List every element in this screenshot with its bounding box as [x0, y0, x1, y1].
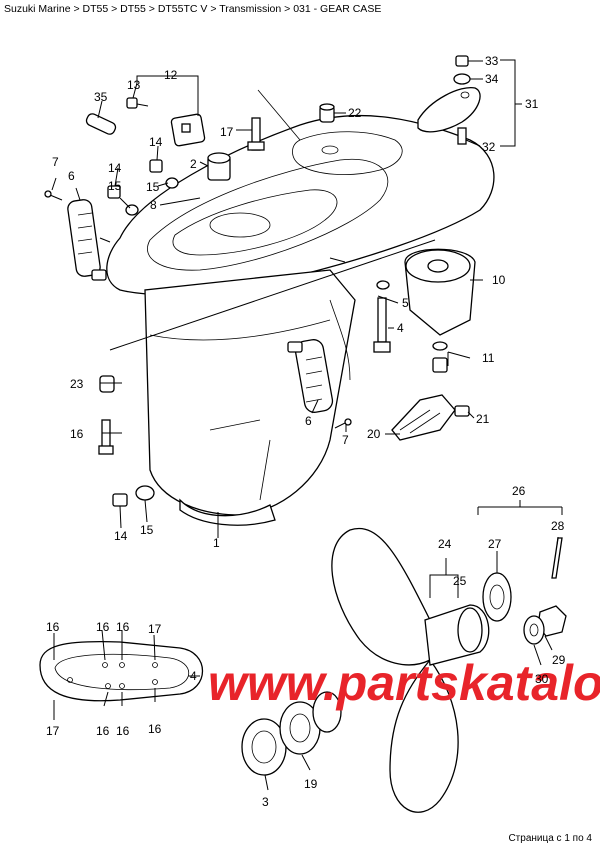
- callout-11: 11: [482, 351, 495, 365]
- callout-23: 23: [70, 377, 84, 391]
- callout-7b: 7: [342, 433, 349, 447]
- part-15c-washer[interactable]: [135, 485, 155, 501]
- part-20-trim-tab[interactable]: [391, 394, 456, 441]
- callout-6a: 6: [68, 169, 75, 183]
- part-16-bolt[interactable]: [98, 419, 114, 455]
- callout-28: 28: [551, 519, 565, 533]
- part-30-washer[interactable]: [523, 615, 545, 645]
- callout-14a: 14: [149, 135, 163, 149]
- part-34-washer[interactable]: [453, 73, 471, 85]
- part-6-anode[interactable]: [67, 199, 107, 281]
- part-seal-ring[interactable]: [312, 691, 342, 733]
- part-28-cotter-pin[interactable]: [551, 537, 563, 579]
- part-12-mount-block[interactable]: [170, 113, 206, 147]
- callout-27: 27: [488, 537, 502, 551]
- callout-32: 32: [482, 140, 496, 154]
- callout-5: 5: [402, 296, 409, 310]
- part-14b-nut[interactable]: [107, 185, 121, 199]
- part-23-bushing[interactable]: [99, 375, 115, 393]
- callout-2: 2: [190, 157, 197, 171]
- breadcrumb-item-submodel[interactable]: DT55: [120, 3, 146, 15]
- breadcrumb-item-brand[interactable]: Suzuki Marine: [4, 3, 71, 15]
- callout-8: 8: [150, 198, 157, 212]
- callout-17c: 17: [46, 724, 60, 738]
- part-22-bushing[interactable]: [319, 103, 335, 123]
- callout-3: 3: [262, 795, 269, 809]
- callout-14c: 14: [114, 529, 128, 543]
- callout-15c: 15: [140, 523, 154, 537]
- part-14-nut[interactable]: [149, 159, 163, 173]
- callout-29: 29: [552, 653, 566, 667]
- callout-12: 12: [164, 68, 178, 82]
- part-27-thrust-hub[interactable]: [482, 572, 512, 622]
- callout-16b: 16: [46, 620, 60, 634]
- part-4-bolt[interactable]: [373, 297, 391, 353]
- leader-lines: [51, 59, 563, 791]
- callout-17a: 17: [220, 125, 234, 139]
- callout-17b: 17: [148, 622, 162, 636]
- page-footer: Страница с 1 по 4: [508, 833, 592, 844]
- gear-case-housing[interactable]: [106, 89, 495, 526]
- callout-30: 30: [535, 672, 549, 686]
- callout-21: 21: [476, 412, 490, 426]
- part-11-nut[interactable]: [432, 341, 448, 373]
- callout-16e: 16: [96, 724, 110, 738]
- part-32-bolt[interactable]: [457, 127, 467, 145]
- part-31-plate[interactable]: [417, 87, 481, 133]
- callout-26: 26: [512, 484, 526, 498]
- callout-4b: 4: [190, 669, 197, 683]
- callout-1: 1: [213, 536, 220, 550]
- breadcrumb-item-model[interactable]: DT55: [82, 3, 109, 15]
- part-17-bolt[interactable]: [247, 117, 265, 151]
- propeller[interactable]: [331, 527, 490, 813]
- callout-16f: 16: [116, 724, 130, 738]
- callout-10: 10: [492, 273, 506, 287]
- part-13-bolt[interactable]: [126, 97, 149, 109]
- callout-14b: 14: [108, 161, 122, 175]
- part-21-bolt[interactable]: [454, 405, 470, 417]
- breadcrumb: Suzuki Marine > DT55 > DT55 > DT55TC V >…: [4, 3, 382, 15]
- callout-13: 13: [127, 78, 141, 92]
- part-5-washer[interactable]: [376, 280, 390, 290]
- callout-34: 34: [485, 72, 499, 86]
- breadcrumb-item-group[interactable]: Transmission: [219, 3, 282, 15]
- part-15-washer[interactable]: [165, 177, 179, 189]
- watermark: www.partskatalog.ru: [208, 655, 600, 711]
- callout-33: 33: [485, 54, 499, 68]
- part-14c-nut[interactable]: [112, 493, 128, 507]
- breadcrumb-item-current: 031 - GEAR CASE: [293, 3, 382, 15]
- callout-22: 22: [348, 106, 362, 120]
- callout-16a: 16: [70, 427, 84, 441]
- callout-15a: 15: [146, 180, 160, 194]
- part-6b-anode[interactable]: [287, 338, 334, 414]
- callout-16g: 16: [148, 722, 162, 736]
- callout-7a: 7: [52, 155, 59, 169]
- callout-19: 19: [304, 777, 318, 791]
- part-2-spline-coupling[interactable]: [207, 152, 231, 181]
- part-33-nut[interactable]: [455, 55, 469, 67]
- callout-20: 20: [367, 427, 381, 441]
- part-10-cover[interactable]: [404, 248, 476, 336]
- callout-25: 25: [453, 574, 467, 588]
- part-3-bearing[interactable]: [241, 718, 287, 776]
- callout-15b: 15: [108, 179, 122, 193]
- callout-35: 35: [94, 90, 108, 104]
- callout-16d: 16: [116, 620, 130, 634]
- part-7-screw[interactable]: [44, 190, 63, 201]
- callout-31: 31: [525, 97, 539, 111]
- callout-24: 24: [438, 537, 452, 551]
- part-35-pin[interactable]: [85, 112, 117, 136]
- lower-cover-plate[interactable]: [39, 640, 204, 702]
- callout-16c: 16: [96, 620, 110, 634]
- breadcrumb-item-variant[interactable]: DT55TC V: [157, 3, 208, 15]
- callout-4a: 4: [397, 321, 404, 335]
- callout-6b: 6: [305, 414, 312, 428]
- part-7b-screw[interactable]: [334, 418, 352, 429]
- callout-labels: 12 13 35 14 17 22 33 34 31 32 2 7 14 15 …: [46, 54, 566, 809]
